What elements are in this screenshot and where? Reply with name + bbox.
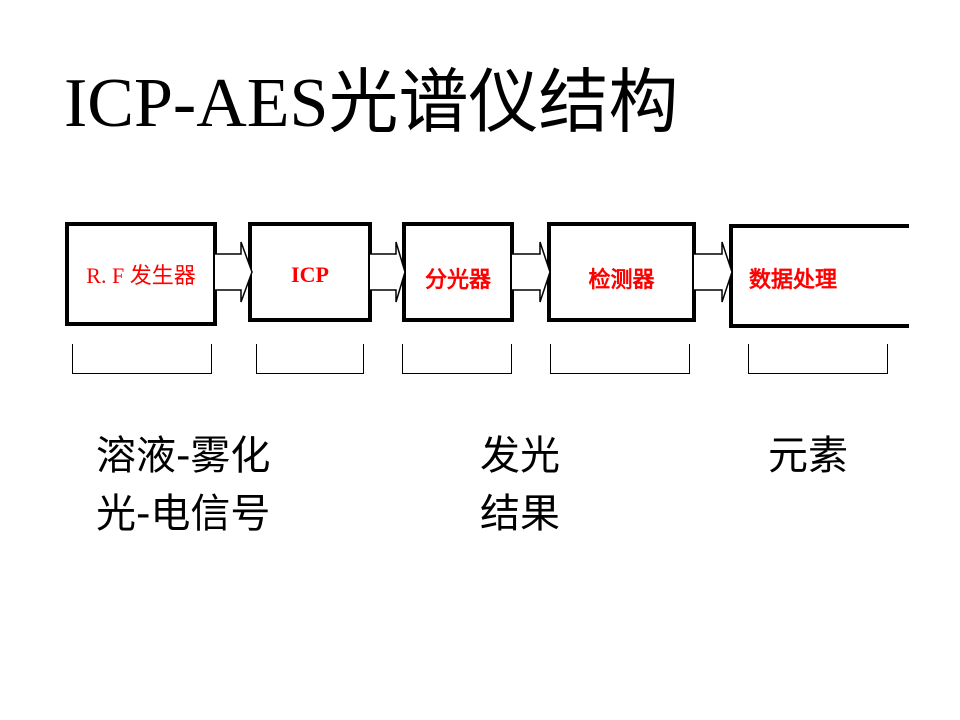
note-middle-line2: 结果	[480, 491, 560, 537]
detector-label: 检测器	[588, 267, 655, 292]
arrow-3-icon	[512, 241, 551, 303]
rf-generator-label: R. F 发生器	[86, 263, 196, 288]
bracket-4	[550, 344, 690, 374]
note-right-line1: 元素	[768, 433, 848, 479]
icp-block: ICP	[248, 222, 372, 322]
data-processing-label: 数据处理	[749, 267, 838, 292]
bracket-5	[748, 344, 888, 374]
note-middle-line1: 发光	[480, 433, 560, 479]
bracket-2	[256, 344, 364, 374]
arrow-2-icon	[370, 241, 406, 303]
detector-block: 检测器	[547, 222, 696, 322]
arrow-1-icon	[215, 241, 253, 303]
monochromator-block: 分光器	[402, 222, 514, 322]
note-left-line2: 光-电信号	[96, 491, 271, 537]
bracket-1	[72, 344, 212, 374]
bracket-3	[402, 344, 512, 374]
arrow-4-icon	[694, 241, 733, 303]
page-title: ICP-AES光谱仪结构	[64, 65, 679, 142]
icp-label: ICP	[291, 262, 329, 287]
rf-generator-block: R. F 发生器	[65, 222, 217, 326]
monochromator-label: 分光器	[424, 267, 491, 292]
data-processing-block: 数据处理	[729, 224, 909, 328]
note-left-line1: 溶液-雾化	[96, 433, 271, 479]
